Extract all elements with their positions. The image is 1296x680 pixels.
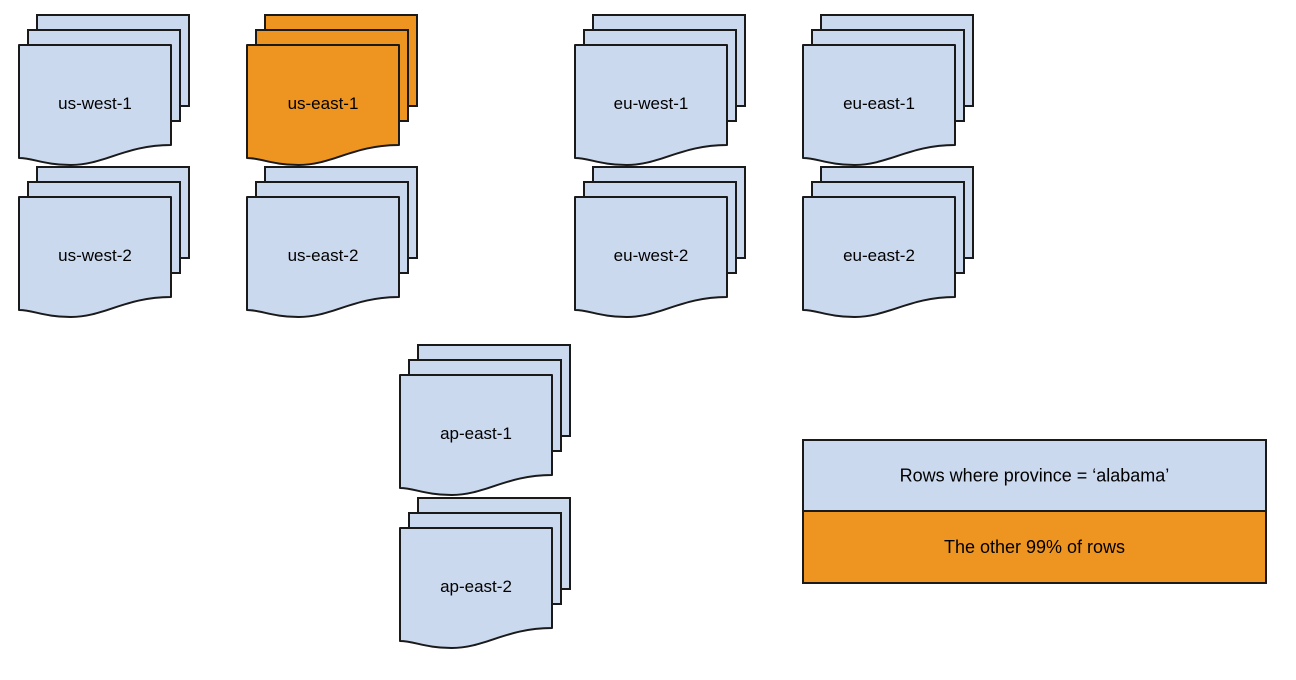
document-sheet-front: [802, 196, 956, 318]
document-sheet-front: [574, 196, 728, 318]
document-stack-label: eu-east-2: [843, 246, 915, 265]
document-stack-ap-east-1[interactable]: ap-east-1: [399, 344, 571, 496]
document-stack-us-west-1[interactable]: us-west-1: [18, 14, 190, 166]
document-stack-us-east-1[interactable]: us-east-1: [246, 14, 418, 166]
document-stack-label: ap-east-2: [440, 577, 512, 596]
document-sheet-front: [399, 374, 553, 496]
legend-label: The other 99% of rows: [944, 537, 1125, 557]
legend-row-legend-matching: Rows where province = ‘alabama’: [802, 439, 1267, 512]
document-sheet-front: [246, 196, 400, 318]
document-sheet-front: [18, 44, 172, 166]
document-stack-label: us-west-1: [58, 94, 132, 113]
document-stack-us-west-2[interactable]: us-west-2: [18, 166, 190, 318]
document-sheet-front: [574, 44, 728, 166]
legend-label: Rows where province = ‘alabama’: [900, 465, 1170, 485]
legend-swatch: [802, 510, 1267, 584]
document-stack-label: eu-west-2: [614, 246, 689, 265]
document-stack-eu-east-2[interactable]: eu-east-2: [802, 166, 974, 318]
document-stack-eu-east-1[interactable]: eu-east-1: [802, 14, 974, 166]
document-sheet-front: [802, 44, 956, 166]
document-sheet-front: [399, 527, 553, 649]
legend-group: Rows where province = ‘alabama’ The other…: [802, 439, 1267, 584]
legend-swatch: [802, 439, 1267, 512]
document-stack-us-east-2[interactable]: us-east-2: [246, 166, 418, 318]
legend-row-legend-other: The other 99% of rows: [802, 510, 1267, 584]
document-stack-eu-west-2[interactable]: eu-west-2: [574, 166, 746, 318]
document-stack-label: ap-east-1: [440, 424, 512, 443]
document-stack-label: us-west-2: [58, 246, 132, 265]
document-sheet-front: [246, 44, 400, 166]
document-stack-label: us-east-1: [288, 94, 359, 113]
document-stack-label: eu-west-1: [614, 94, 689, 113]
document-stacks-group: us-west-1 us-east-1 eu-west-1 eu-east-1 us-w…: [18, 14, 974, 649]
document-stack-label: eu-east-1: [843, 94, 915, 113]
document-stack-ap-east-2[interactable]: ap-east-2: [399, 497, 571, 649]
document-stack-eu-west-1[interactable]: eu-west-1: [574, 14, 746, 166]
document-sheet-front: [18, 196, 172, 318]
document-stack-label: us-east-2: [288, 246, 359, 265]
